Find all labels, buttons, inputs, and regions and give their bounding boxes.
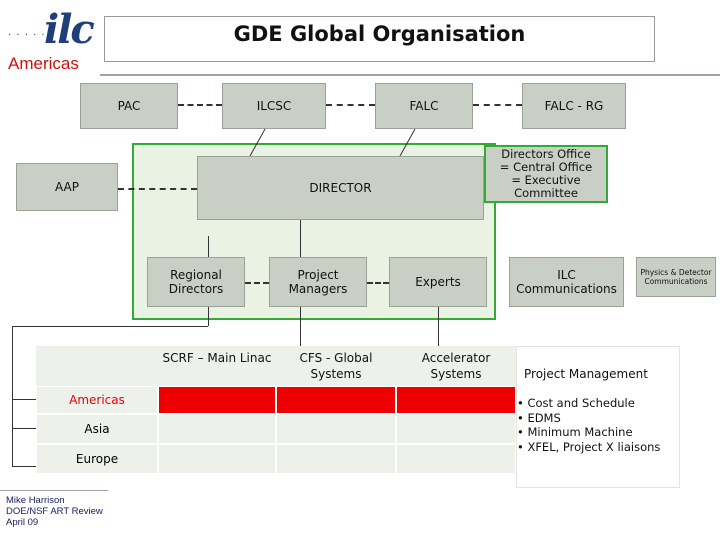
falc-box: FALC [375,83,473,129]
project-managers-line-2: Managers [288,282,348,296]
column-header-accelerator-line-1: Accelerator [421,351,491,365]
experts-label: Experts [415,274,461,289]
ilc-communications-line-1: ILC [557,267,576,282]
logo-mark: ilc [44,6,95,53]
ilc-logo: · · · · · ilc Americas [4,6,95,73]
pac-ilcsc-link [178,104,222,106]
project-managers-line-1: Project [297,267,339,282]
directors-office-line-2: = Central Office [499,159,593,174]
falc-falcrg-link [473,104,522,106]
pm-item-cost-schedule: • Cost and Schedule [517,396,635,410]
branch-americas [12,399,36,400]
physics-detector-line-1: Physics & Detector [640,267,712,277]
pm-item-edms: • EDMS [517,410,561,425]
falc-label: FALC [409,98,439,113]
footer: Mike Harrison DOE/NSF ART Review April 0… [6,495,103,528]
logo-region: Americas [8,54,79,73]
column-header-scrf-line-1: SCRF – Main Linac [162,351,272,365]
row-label-asia: Asia [36,414,158,444]
branch-asia [12,428,36,429]
row-label-asia-text: Asia [84,422,110,436]
regional-branch-spine [12,326,13,466]
physics-detector-line-2: Communications [644,277,708,286]
column-header-accelerator-line-2: Systems [430,366,482,381]
footer-event: DOE/NSF ART Review [6,506,103,517]
cell-asia-accelerator [396,414,516,444]
cell-asia-cfs [276,414,396,444]
directors-office-box: Directors Office = Central Office = Exec… [484,145,608,203]
ilc-communications-box: ILC Communications [509,257,624,307]
row-label-europe: Europe [36,444,158,474]
title-box [104,16,655,62]
aap-box: AAP [16,163,118,211]
aap-director-link [118,188,197,190]
experts-to-matrix [438,307,439,346]
pac-label: PAC [117,98,141,113]
pac-box: PAC [80,83,178,129]
cell-americas-accelerator [396,386,516,414]
regional-directors-box: Regional Directors [147,257,245,307]
project-managers-box: Project Managers [269,257,367,307]
page-title: GDE Global Organisation [233,22,526,46]
row-label-europe-text: Europe [75,452,119,466]
logo-dots: · · · · · [8,30,46,41]
pm-item-minimum-machine: • Minimum Machine [517,425,633,439]
row-label-americas-text: Americas [69,393,125,407]
regional-pm-link [245,282,269,284]
column-header-scrf: SCRF – Main Linac [158,351,276,367]
project-management-title: Project Management [524,367,648,381]
regional-directors-line-1: Regional [170,267,222,282]
cell-americas-scrf [158,386,276,414]
ilcsc-falc-link [326,104,375,106]
aap-label: AAP [55,179,79,194]
branch-europe [12,466,36,467]
pm-experts-link [367,282,389,284]
directors-office-line-1: Directors Office [501,146,591,161]
footer-author: Mike Harrison [6,495,65,506]
pm-to-matrix [300,307,301,346]
pm-item-liaisons: • XFEL, Project X liaisons [517,439,661,454]
regional-directors-line-2: Directors [168,282,224,296]
cell-europe-accelerator [396,444,516,474]
cell-americas-cfs [276,386,396,414]
footer-rule [0,490,108,491]
column-header-cfs: CFS - Global Systems [276,351,396,382]
directors-office-line-3: = Executive [511,173,581,187]
experts-box: Experts [389,257,487,307]
ilc-communications-line-2: Communications [516,282,617,296]
column-header-cfs-line-1: CFS - Global [299,351,373,365]
falc-rg-label: FALC - RG [544,98,604,113]
regional-branch-drop [208,307,209,326]
director-box: DIRECTOR [197,156,484,220]
row-label-americas: Americas [36,386,158,414]
ilcsc-label: ILCSC [256,98,292,113]
directors-office-line-4: Committee [514,186,578,201]
cell-europe-scrf [158,444,276,474]
physics-detector-box: Physics & Detector Communications [636,257,716,297]
project-management-panel [516,346,680,488]
header-rule [100,74,720,76]
column-header-accelerator: Accelerator Systems [396,351,516,382]
project-management-list: • Cost and Schedule • EDMS • Minimum Mac… [517,396,660,454]
falc-rg-box: FALC - RG [522,83,626,129]
footer-date: April 09 [6,517,39,528]
director-to-project-managers [300,220,301,257]
cell-asia-scrf [158,414,276,444]
ilcsc-box: ILCSC [222,83,326,129]
column-header-cfs-line-2: Systems [310,366,362,381]
director-label: DIRECTOR [309,180,372,195]
regional-branch-top [12,326,208,327]
cell-europe-cfs [276,444,396,474]
director-to-regional [208,236,209,257]
